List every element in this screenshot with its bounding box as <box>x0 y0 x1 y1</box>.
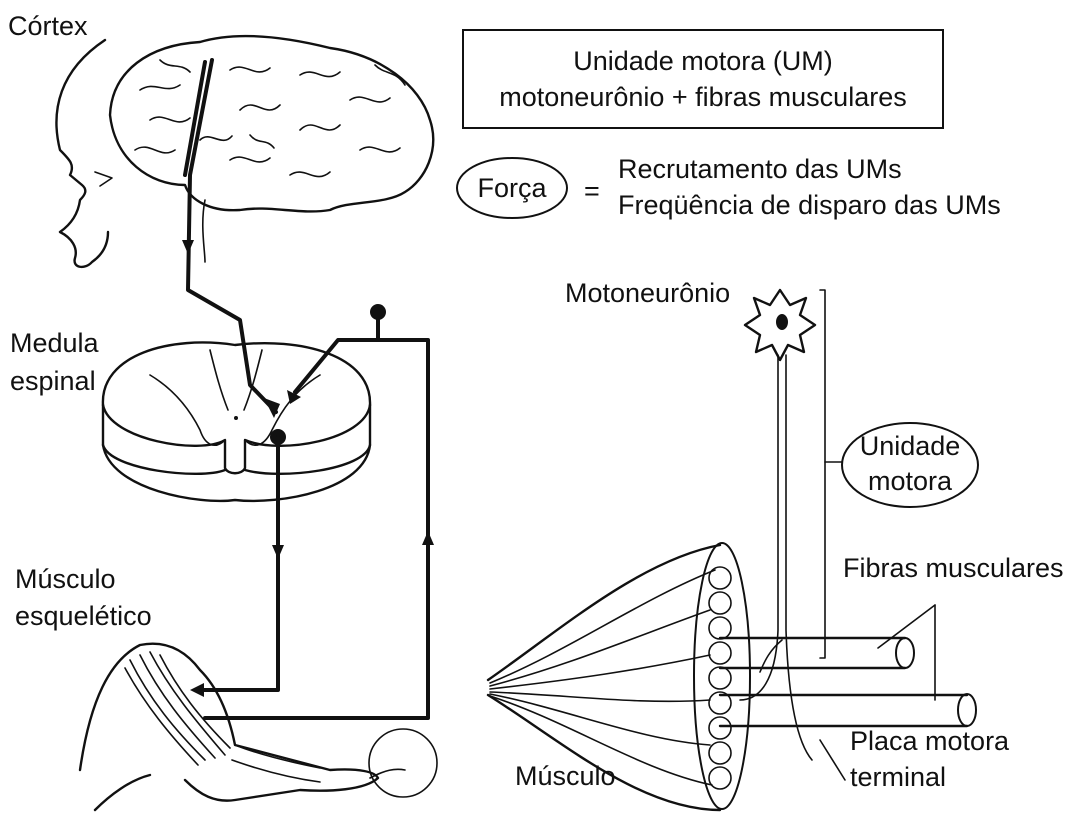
label-frequencia: Freqüência de disparo das UMs <box>618 190 1001 220</box>
equals-sign: = <box>584 176 600 206</box>
arm-muscle-illustration <box>80 644 437 810</box>
label-forca: Força <box>477 173 547 203</box>
sensory-feedback-loop <box>205 304 434 718</box>
box-subtitle: motoneurônio + fibras musculares <box>499 82 906 112</box>
label-musculo-esqueletico-2: esquelético <box>15 601 152 631</box>
label-recrutamento: Recrutamento das UMs <box>618 154 902 184</box>
label-placa-1: Placa motora <box>850 726 1010 756</box>
label-unidade-motora-2: motora <box>868 466 953 496</box>
motor-unit-definition-box <box>463 30 943 128</box>
box-title: Unidade motora (UM) <box>573 46 833 76</box>
label-medula-1: Medula <box>10 328 100 358</box>
label-cortex: Córtex <box>8 11 88 41</box>
label-fibras-musculares: Fibras musculares <box>843 553 1064 583</box>
label-motoneuronio: Motoneurônio <box>565 278 730 308</box>
label-placa-2: terminal <box>850 762 946 792</box>
label-unidade-motora-1: Unidade <box>860 431 961 461</box>
label-musculo: Músculo <box>515 761 616 791</box>
label-musculo-esqueletico-1: Músculo <box>15 564 116 594</box>
spinal-cord-illustration <box>103 343 370 501</box>
head-brain-illustration <box>56 36 433 267</box>
descending-motor-pathway <box>182 60 280 418</box>
label-medula-2: espinal <box>10 366 96 396</box>
motoneuron-efferent-pathway <box>190 429 286 697</box>
